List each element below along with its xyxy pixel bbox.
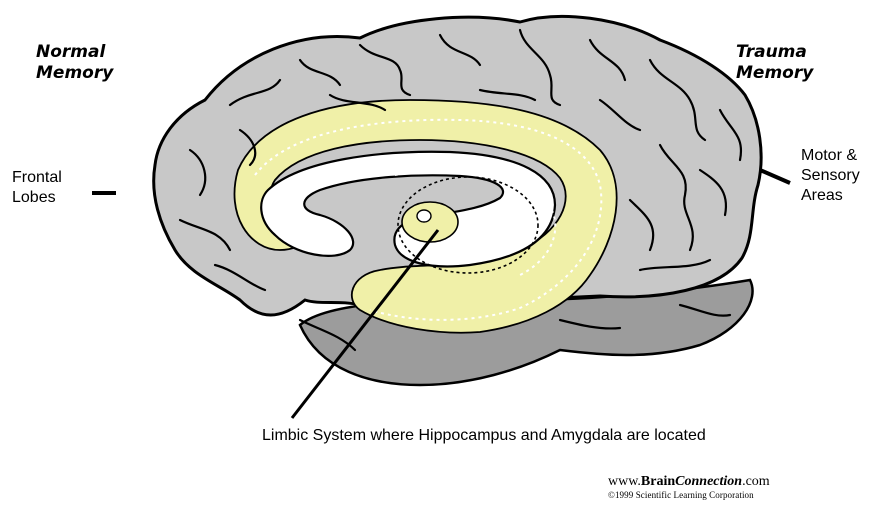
- motor-line2: Sensory: [801, 166, 860, 186]
- normal-memory-heading: Normal Memory: [36, 42, 113, 84]
- normal-line1: Normal: [36, 42, 113, 63]
- amygdala-center: [417, 210, 431, 222]
- motor-line3: Areas: [801, 186, 860, 206]
- motor-leader: [760, 170, 790, 183]
- credit-url: www.BrainConnection.com: [608, 474, 770, 490]
- credit-url-connection: Connection: [675, 474, 742, 489]
- motor-line1: Motor &: [801, 146, 860, 166]
- motor-sensory-label: Motor & Sensory Areas: [801, 146, 860, 206]
- normal-line2: Memory: [36, 63, 113, 84]
- credit-url-brain: Brain: [641, 474, 675, 489]
- credit-url-suffix: .com: [742, 474, 770, 489]
- frontal-line2: Lobes: [12, 188, 62, 208]
- credit-copyright: ©1999 Scientific Learning Corporation: [608, 490, 754, 501]
- frontal-lobes-label: Frontal Lobes: [12, 168, 62, 208]
- limbic-caption: Limbic System where Hippocampus and Amyg…: [262, 426, 706, 446]
- trauma-line2: Memory: [736, 63, 813, 84]
- thalamus-outline: [402, 202, 458, 242]
- trauma-line1: Trauma: [736, 42, 813, 63]
- trauma-memory-heading: Trauma Memory: [736, 42, 813, 84]
- credit-url-prefix: www.: [608, 474, 641, 489]
- frontal-line1: Frontal: [12, 168, 62, 188]
